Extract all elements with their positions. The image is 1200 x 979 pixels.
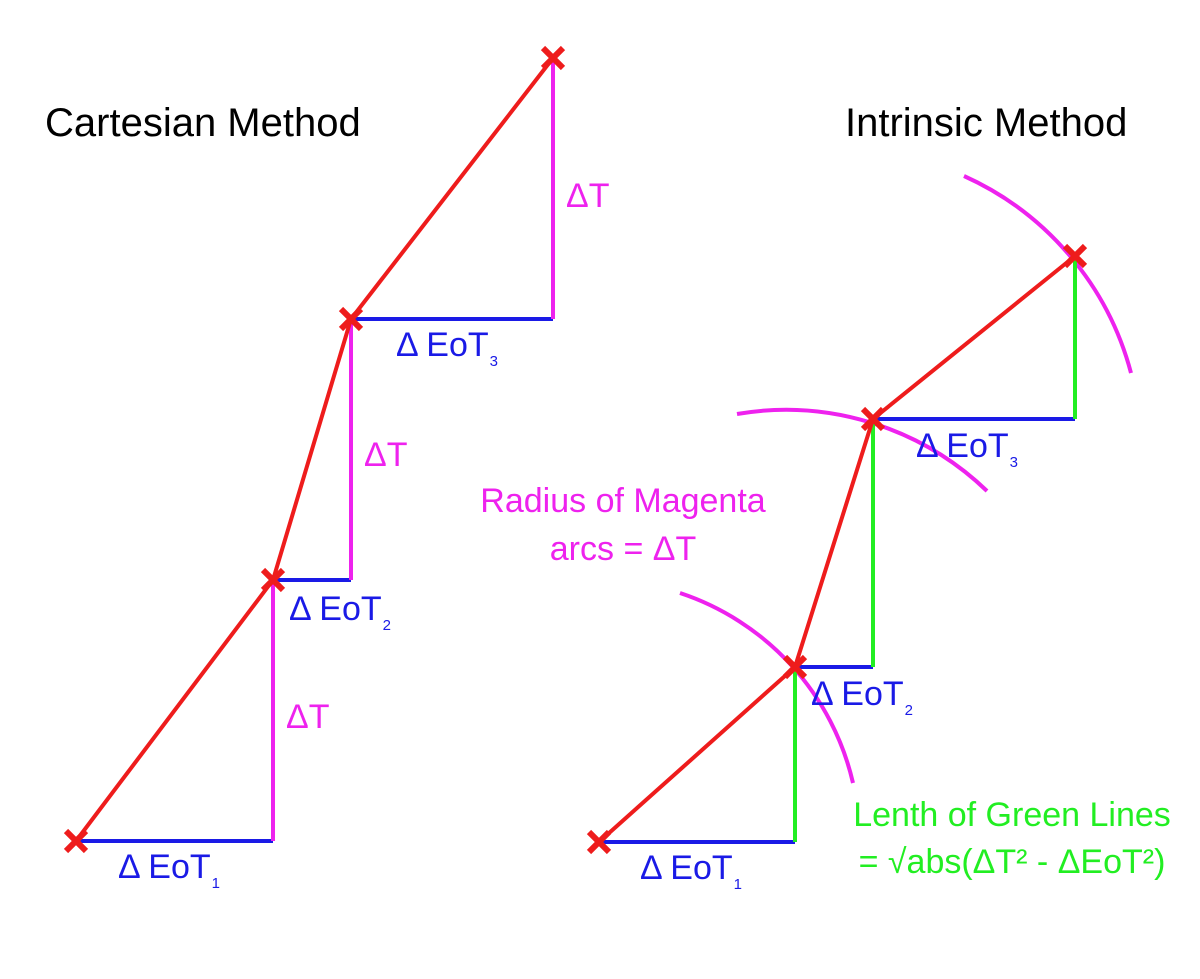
delta-t-label-2: ΔT — [364, 436, 407, 474]
intrinsic-path — [597, 254, 1077, 844]
radius-note-line-1: Radius of Magenta — [480, 482, 765, 520]
point-marker — [260, 567, 286, 593]
eot-label-3: Δ EoT3 — [916, 427, 1018, 471]
point-marker — [782, 654, 808, 680]
delta-t-label-1: ΔT — [286, 698, 329, 736]
delta-t-label-3: ΔT — [566, 177, 609, 215]
point-marker — [540, 45, 566, 71]
intrinsic-title: Intrinsic Method — [845, 101, 1127, 145]
eot-label-2: Δ EoT2 — [289, 590, 391, 634]
radius-note-line-2: arcs = ΔT — [550, 530, 696, 568]
magenta-arc-3 — [963, 174, 1133, 374]
intrinsic-panel: Intrinsic Method Δ EoT1 Δ EoT2 Δ EoT3 Ra… — [480, 101, 1170, 893]
eot-label-3: Δ EoT3 — [396, 326, 498, 370]
green-note-line-2: = √abs(ΔT² - ΔEoT²) — [859, 843, 1166, 881]
eot-label-2: Δ EoT2 — [811, 675, 913, 719]
point-marker — [586, 829, 612, 855]
point-marker — [1062, 243, 1088, 269]
cartesian-title: Cartesian Method — [45, 101, 361, 145]
point-marker — [860, 406, 886, 432]
eot-label-1: Δ EoT1 — [118, 848, 220, 892]
cartesian-path — [74, 56, 555, 843]
green-note-line-1: Lenth of Green Lines — [853, 796, 1171, 834]
point-marker — [63, 828, 89, 854]
cartesian-panel: Cartesian Method Δ EoT1 Δ EoT2 Δ EoT3 ΔT… — [45, 45, 609, 892]
point-marker — [338, 306, 364, 332]
eot-label-1: Δ EoT1 — [640, 849, 742, 893]
